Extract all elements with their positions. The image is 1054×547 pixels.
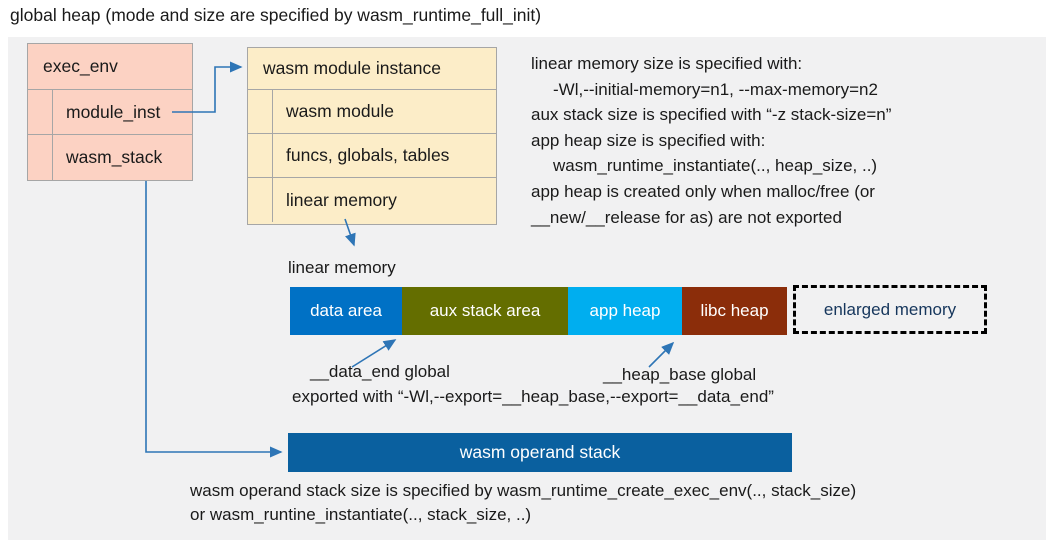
wasm-operand-stack-bar: wasm operand stack bbox=[288, 433, 792, 472]
memory-segment: data area bbox=[290, 287, 402, 335]
memory-segment: libc heap bbox=[682, 287, 787, 335]
wasm-stack-label: wasm_stack bbox=[66, 147, 163, 167]
module-instance-indent-strip bbox=[248, 90, 273, 222]
heap-base-global-label: __heap_base global bbox=[603, 365, 757, 384]
exec-env-row-wasm-stack: wasm_stack bbox=[28, 135, 192, 180]
notes-right: linear memory size is specified with: -W… bbox=[531, 51, 1046, 230]
module-instance-box: wasm module instance wasm module funcs, … bbox=[247, 47, 497, 225]
memory-segment: aux stack area bbox=[402, 287, 568, 335]
exec-env-rows: module_inst wasm_stack bbox=[28, 90, 192, 180]
notes-bottom: wasm operand stack size is specified by … bbox=[190, 479, 856, 527]
exec-env-header-label: exec_env bbox=[43, 56, 118, 76]
memory-segment: app heap bbox=[568, 287, 682, 335]
row-wasm-module: wasm module bbox=[248, 90, 496, 134]
wasm-module-label: wasm module bbox=[286, 101, 394, 121]
module-instance-header: wasm module instance bbox=[248, 48, 496, 90]
note-line: linear memory size is specified with: bbox=[531, 54, 803, 73]
exported-with-label: exported with “-Wl,--export=__heap_base,… bbox=[292, 387, 774, 406]
exec-env-row-module-inst: module_inst bbox=[28, 90, 192, 135]
note-line: __new/__release for as) are not exported bbox=[531, 207, 842, 227]
diagram-title: global heap (mode and size are specified… bbox=[10, 5, 542, 25]
module-inst-label: module_inst bbox=[66, 101, 161, 122]
note-line: -Wl,--initial-memory=n1, --max-memory=n2 bbox=[553, 79, 878, 99]
note-line: aux stack size is specified with “-z sta… bbox=[531, 105, 892, 125]
module-instance-header-label: wasm module instance bbox=[263, 58, 441, 78]
module-instance-rows: wasm module funcs, globals, tables linea… bbox=[248, 90, 496, 222]
data-end-global-label: __data_end global bbox=[310, 362, 450, 381]
wasm-operand-stack-label: wasm operand stack bbox=[459, 442, 621, 462]
note-line: app heap is created only when malloc/fre… bbox=[531, 181, 875, 201]
row-funcs-globals-tables: funcs, globals, tables bbox=[248, 134, 496, 178]
note-line: wasm operand stack size is specified by … bbox=[190, 481, 857, 500]
linear-memory-row-label: linear memory bbox=[286, 189, 397, 210]
row-linear-memory: linear memory bbox=[248, 178, 496, 222]
exec-env-indent-strip bbox=[28, 90, 53, 180]
enlarged-memory-label: enlarged memory bbox=[823, 299, 957, 319]
linear-memory-label: linear memory bbox=[288, 258, 396, 277]
note-line: app heap size is specified with: bbox=[531, 130, 766, 150]
note-line: wasm_runtime_instantiate(.., heap_size, … bbox=[553, 156, 878, 176]
note-line: or wasm_runtine_instantiate(.., stack_si… bbox=[190, 505, 532, 524]
exec-env-header: exec_env bbox=[28, 44, 192, 90]
enlarged-memory-box: enlarged memory bbox=[793, 285, 987, 334]
exec-env-box: exec_env module_inst wasm_stack bbox=[27, 43, 193, 181]
funcs-globals-tables-label: funcs, globals, tables bbox=[286, 145, 450, 165]
